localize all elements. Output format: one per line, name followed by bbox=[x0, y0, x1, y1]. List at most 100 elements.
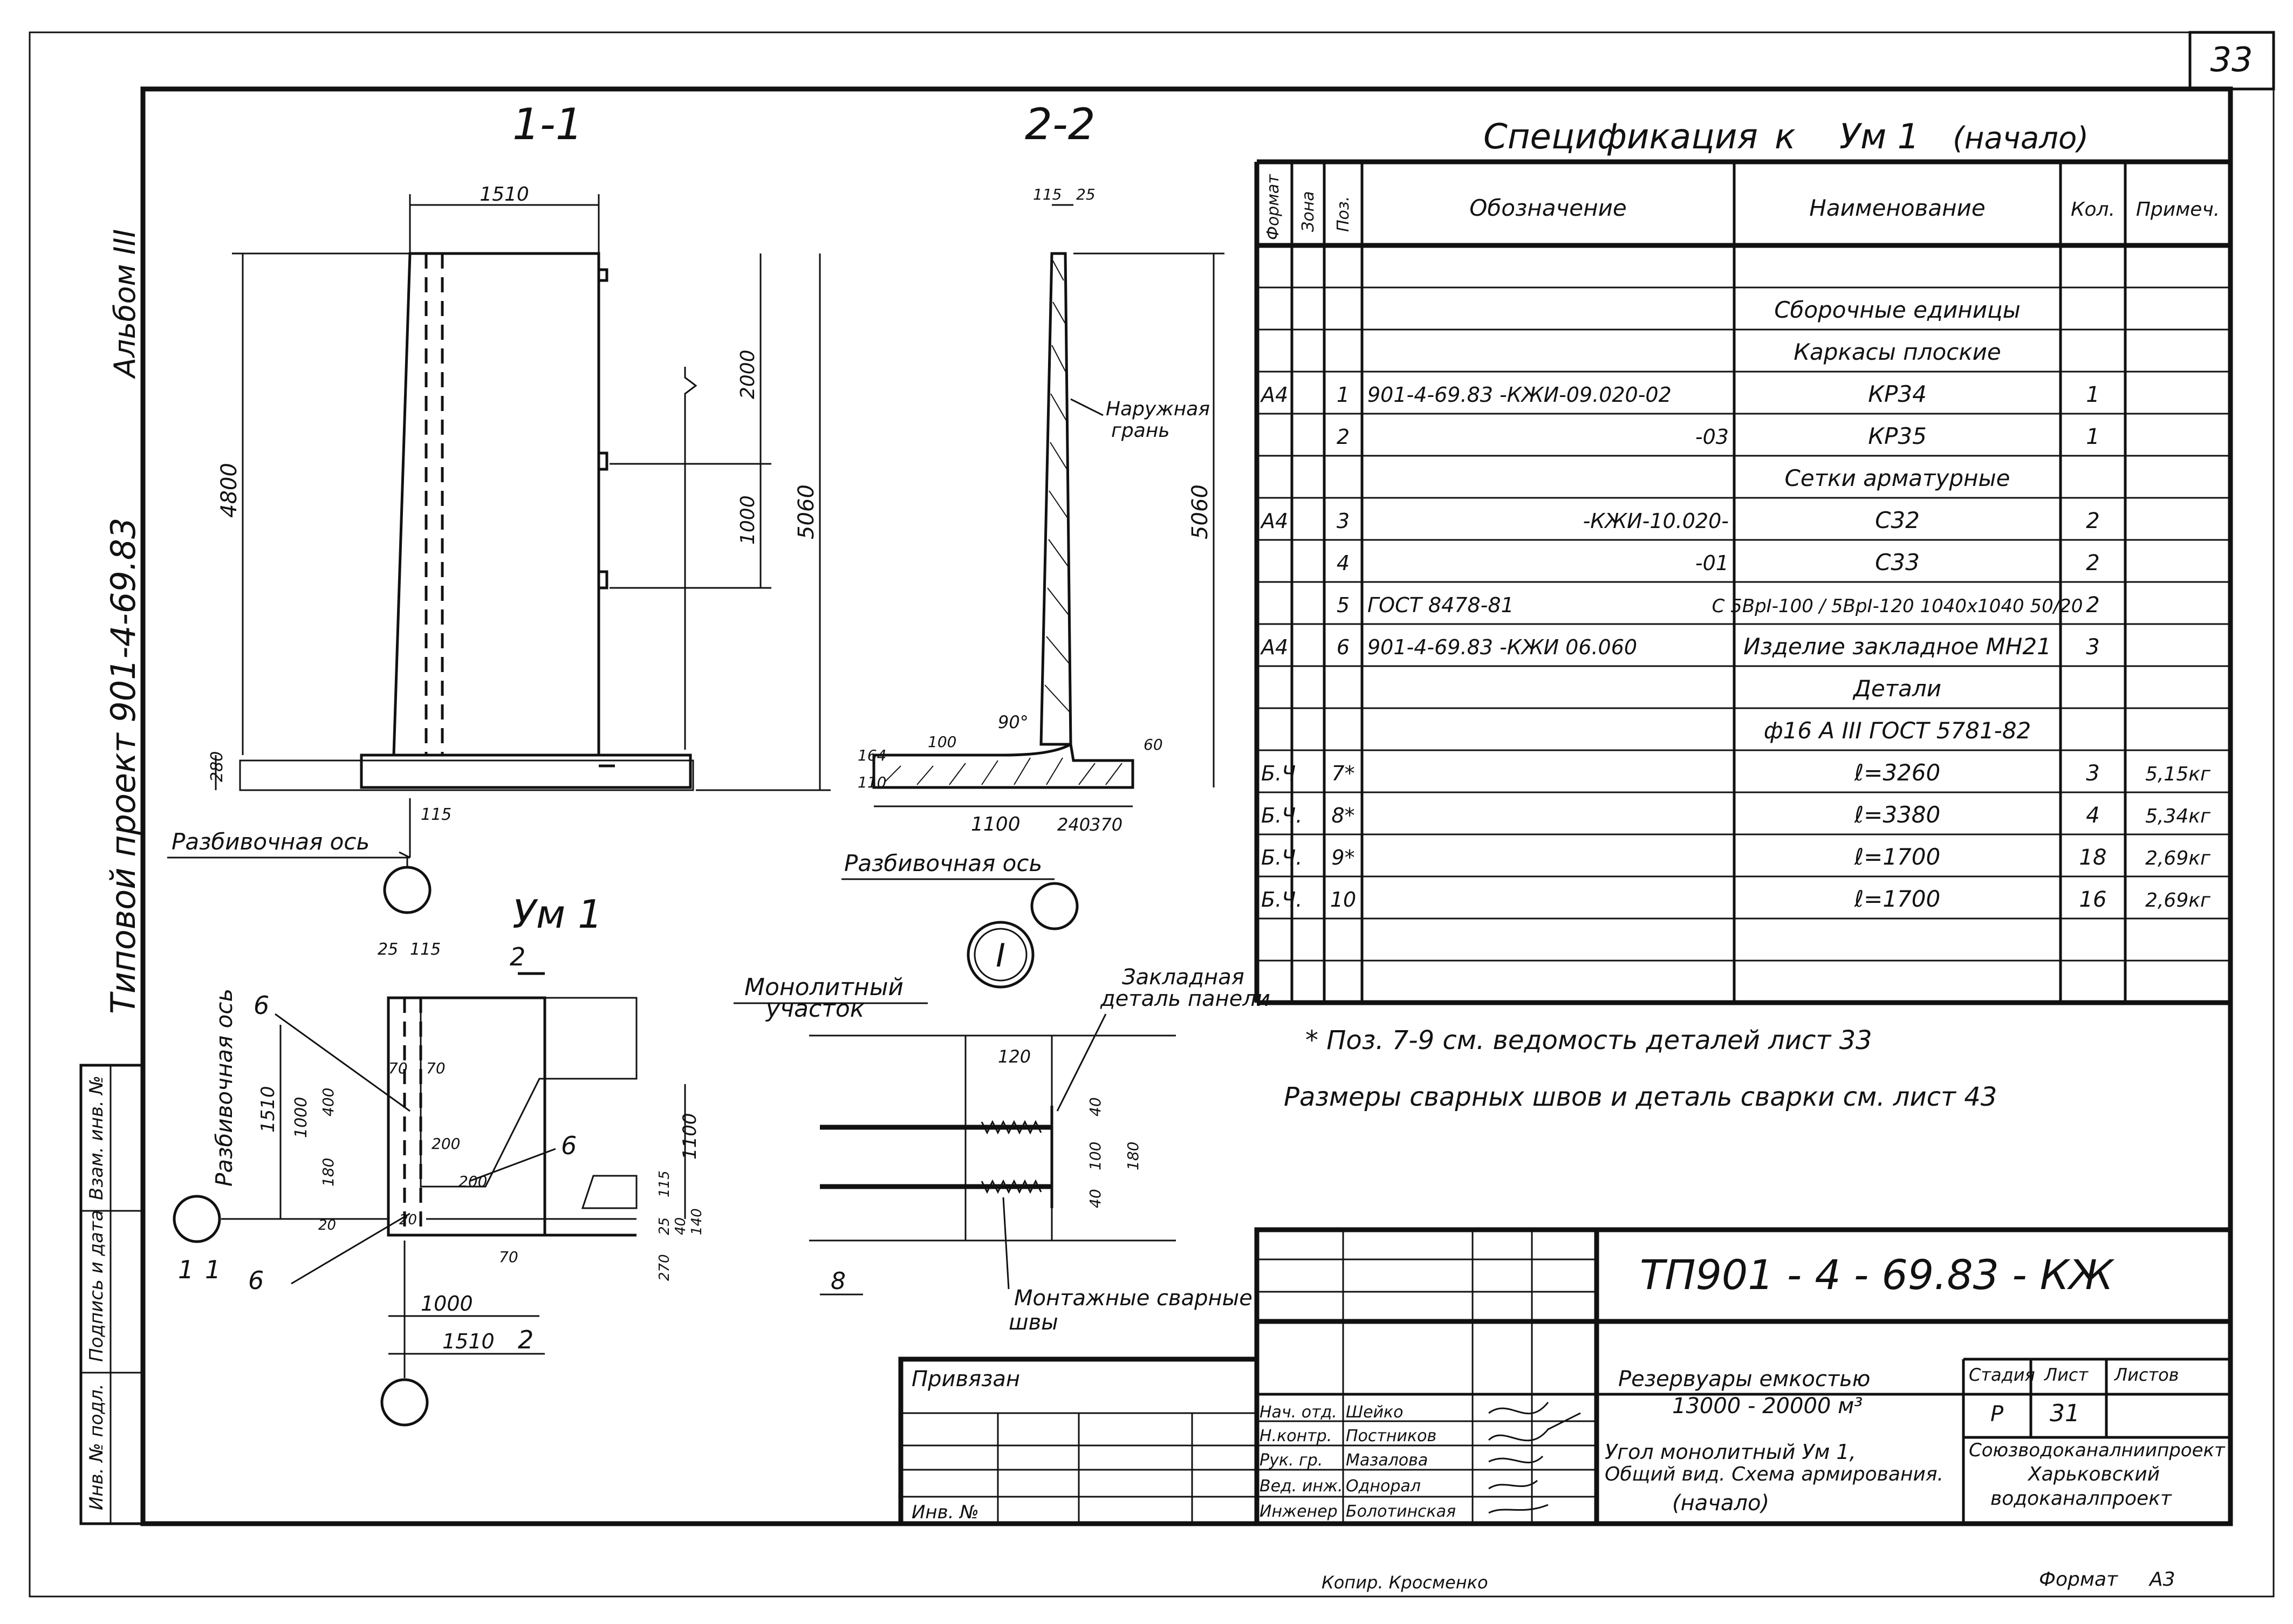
role-label: Нач. отд. bbox=[1260, 1403, 1337, 1422]
section-2-2-title: 2-2 bbox=[1025, 99, 1096, 149]
spec-cell-name: ℓ=1700 bbox=[1854, 844, 1940, 870]
project-side-label: Типовой проект 901-4-69.83 bbox=[104, 518, 143, 1014]
svg-text:2: 2 bbox=[518, 1325, 533, 1354]
sheet-title-3: (начало) bbox=[1672, 1491, 1769, 1516]
node-detail: Монолитный участок Закладная деталь пане… bbox=[734, 965, 1270, 1335]
format-label: Формат bbox=[2039, 1568, 2118, 1591]
svg-text:6: 6 bbox=[254, 991, 269, 1020]
svg-text:Разбивочная ось: Разбивочная ось bbox=[211, 989, 237, 1187]
svg-text:70: 70 bbox=[388, 1059, 408, 1077]
spec-cell-designation: 901-4-69.83 -КЖИ 06.060 bbox=[1367, 635, 1637, 659]
spec-cell-name: КР34 bbox=[1868, 381, 1927, 407]
spec-cell-designation: -01 bbox=[1695, 551, 1729, 575]
spec-cell-qty: 4 bbox=[2086, 803, 2099, 828]
svg-text:270: 270 bbox=[656, 1254, 673, 1281]
spec-footnote-1: * Поз. 7-9 см. ведомость деталей лист 33 bbox=[1305, 1025, 1872, 1056]
spec-cell-pos: 6 bbox=[1337, 635, 1350, 659]
spec-cell-format: А4 bbox=[1260, 635, 1288, 659]
side-inv-label: Инв. № подл. bbox=[86, 1383, 107, 1510]
svg-text:25: 25 bbox=[1076, 186, 1096, 203]
spec-cell-name: С33 bbox=[1875, 549, 1920, 575]
svg-text:швы: швы bbox=[1009, 1310, 1058, 1335]
spec-cell-pos: 8* bbox=[1331, 804, 1354, 827]
spec-cell-format: Б.Ч. bbox=[1261, 804, 1302, 827]
svg-text:6: 6 bbox=[561, 1131, 577, 1160]
svg-text:115: 115 bbox=[421, 805, 451, 824]
spec-cell-pos: 1 bbox=[1337, 383, 1350, 407]
svg-text:120: 120 bbox=[998, 1046, 1031, 1067]
svg-text:40: 40 bbox=[1086, 1097, 1104, 1116]
svg-text:6: 6 bbox=[248, 1266, 264, 1295]
spec-header-zone: Зона bbox=[1299, 191, 1318, 232]
svg-text:Разбивочная ось: Разбивочная ось bbox=[172, 828, 369, 855]
spec-header-format: Формат bbox=[1264, 174, 1283, 240]
svg-text:деталь панели: деталь панели bbox=[1100, 986, 1270, 1011]
spec-cell-name: ℓ=3380 bbox=[1854, 801, 1940, 828]
person-name: Однорал bbox=[1346, 1477, 1421, 1496]
spec-cell-pos: 9* bbox=[1331, 846, 1354, 869]
svg-text:180: 180 bbox=[319, 1158, 337, 1187]
person-name: Шейко bbox=[1346, 1403, 1404, 1422]
spec-cell-qty: 1 bbox=[2086, 424, 2099, 449]
section-1-1: 1510 4800 5060 2000 1000 280 115 Разбиво… bbox=[167, 183, 831, 914]
svg-text:8: 8 bbox=[831, 1267, 846, 1295]
spec-cell-note: 2,69кг bbox=[2145, 847, 2211, 869]
spec-cell-pos: 4 bbox=[1337, 551, 1350, 575]
section-2-2: 115 25 5060 60 100 164 110 1100 240 370 … bbox=[841, 186, 1224, 989]
svg-text:31: 31 bbox=[2050, 1400, 2080, 1427]
svg-text:грань: грань bbox=[1111, 420, 1170, 442]
spec-title-k: к bbox=[1775, 117, 1796, 157]
spec-cell-qty: 2 bbox=[2086, 593, 2099, 618]
svg-text:1: 1 bbox=[178, 1255, 194, 1284]
role-label: Вед. инж. bbox=[1260, 1477, 1343, 1496]
spec-cell-name: Детали bbox=[1852, 675, 1941, 702]
spec-cell-format: Б.Ч. bbox=[1261, 846, 1302, 869]
spec-title-ref: Ум 1 bbox=[1839, 117, 1919, 157]
spec-cell-name: Сборочные единицы bbox=[1774, 297, 2021, 323]
svg-text:Разбивочная ось: Разбивочная ось bbox=[844, 850, 1042, 876]
spec-cell-qty: 1 bbox=[2086, 382, 2099, 407]
spec-cell-qty: 16 bbox=[2079, 887, 2107, 912]
spec-cell-designation: -КЖИ-10.020- bbox=[1583, 509, 1729, 533]
spec-cell-name: ф16 А III ГОСТ 5781-82 bbox=[1764, 717, 2031, 744]
spec-header-name: Наименование bbox=[1809, 195, 1985, 221]
spec-cell-note: 5,15кг bbox=[2145, 763, 2211, 785]
role-label: Н.контр. bbox=[1260, 1427, 1332, 1445]
svg-text:180: 180 bbox=[1124, 1142, 1142, 1170]
svg-text:115: 115 bbox=[656, 1170, 673, 1197]
svg-text:1000: 1000 bbox=[292, 1097, 311, 1138]
album-label: Альбом III bbox=[108, 229, 142, 379]
spec-cell-qty: 2 bbox=[2086, 509, 2099, 533]
section-1-1-title: 1-1 bbox=[512, 99, 583, 149]
sheet-title-1: Угол монолитный Ум 1, bbox=[1605, 1440, 1856, 1464]
spec-cell-format: А4 bbox=[1260, 383, 1288, 407]
axis-bubble bbox=[383, 866, 432, 914]
svg-text:Харьковский: Харьковский bbox=[2027, 1463, 2160, 1485]
svg-text:164: 164 bbox=[858, 746, 886, 764]
svg-text:1000: 1000 bbox=[421, 1292, 473, 1315]
copied-by: Копир. Кросменко bbox=[1322, 1572, 1488, 1593]
spec-title: Спецификация bbox=[1483, 117, 1758, 157]
svg-text:водоканалпроект: водоканалпроект bbox=[1990, 1488, 2172, 1510]
role-label: Инженер bbox=[1260, 1502, 1338, 1521]
spec-cell-qty: 2 bbox=[2086, 551, 2099, 575]
svg-text:1510: 1510 bbox=[442, 1330, 495, 1353]
svg-text:60: 60 bbox=[1144, 736, 1163, 753]
um1-title: Ум 1 bbox=[512, 892, 603, 937]
svg-text:370: 370 bbox=[1090, 814, 1122, 835]
spec-header-designation: Обозначение bbox=[1469, 195, 1626, 221]
spec-cell-name: С 5ВрI-100 / 5ВрI-120 1040х1040 50/20 bbox=[1712, 595, 2083, 617]
person-name: Мазалова bbox=[1346, 1451, 1428, 1470]
svg-text:400: 400 bbox=[319, 1088, 337, 1116]
svg-text:110: 110 bbox=[858, 773, 886, 791]
spec-header-note: Примеч. bbox=[2136, 198, 2220, 221]
svg-text:40: 40 bbox=[673, 1217, 689, 1235]
outer-border bbox=[29, 31, 2275, 1598]
svg-text:участок: участок bbox=[765, 995, 865, 1023]
spec-cell-note: 2,69кг bbox=[2145, 889, 2211, 912]
person-name: Постников bbox=[1346, 1427, 1436, 1445]
svg-text:90°: 90° bbox=[998, 712, 1029, 732]
signatures bbox=[1488, 1402, 1581, 1514]
svg-text:Стадия: Стадия bbox=[1969, 1365, 2035, 1385]
svg-text:200: 200 bbox=[432, 1135, 460, 1153]
